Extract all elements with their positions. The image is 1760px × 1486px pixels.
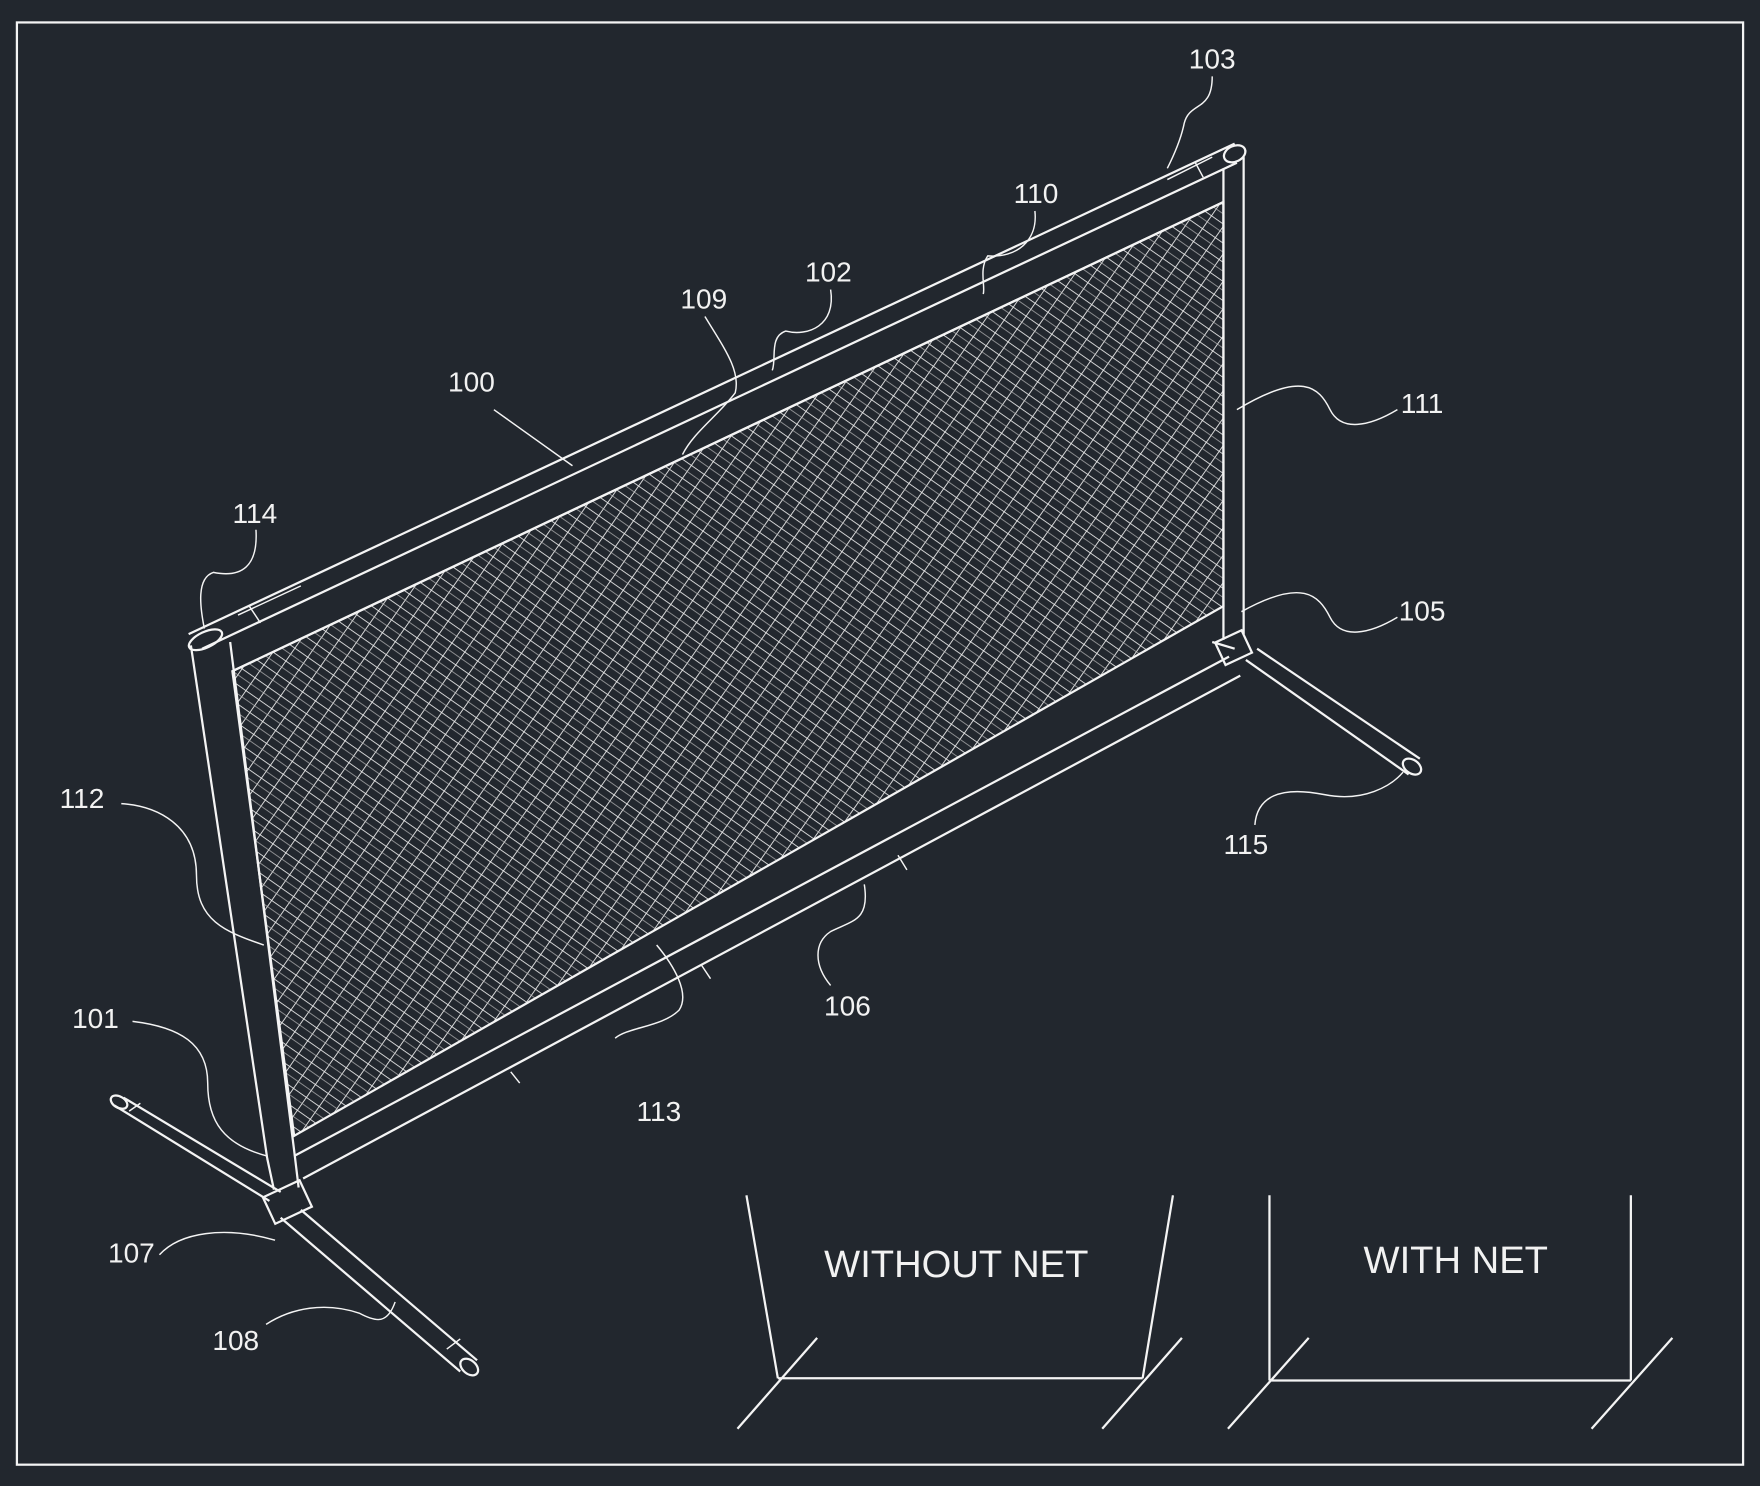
label-106: 106 xyxy=(824,991,871,1022)
label-107: 107 xyxy=(108,1238,155,1269)
label-103: 103 xyxy=(1189,43,1236,74)
label-111: 111 xyxy=(1401,388,1444,419)
inset-with-net: WITH NET xyxy=(1227,1195,1674,1430)
frame xyxy=(109,142,1423,1377)
drawing-border xyxy=(15,21,1745,1466)
reference-labels: 103 110 102 109 100 111 114 105 112 115 … xyxy=(60,43,1446,1356)
label-102: 102 xyxy=(805,257,852,288)
label-100: 100 xyxy=(448,367,495,398)
label-105: 105 xyxy=(1399,596,1446,627)
label-109: 109 xyxy=(680,284,727,315)
label-114: 114 xyxy=(232,498,277,529)
label-113: 113 xyxy=(637,1096,682,1127)
without-net-caption: WITHOUT NET xyxy=(824,1243,1088,1286)
net-mesh xyxy=(231,200,1225,1138)
label-101: 101 xyxy=(72,1003,119,1034)
label-112: 112 xyxy=(60,783,105,814)
with-net-caption: WITH NET xyxy=(1364,1239,1548,1282)
leader-lines xyxy=(121,76,1404,1325)
inset-without-net: WITHOUT NET xyxy=(736,1195,1183,1430)
label-108: 108 xyxy=(212,1325,259,1356)
label-110: 110 xyxy=(1014,178,1059,209)
label-115: 115 xyxy=(1224,829,1269,860)
